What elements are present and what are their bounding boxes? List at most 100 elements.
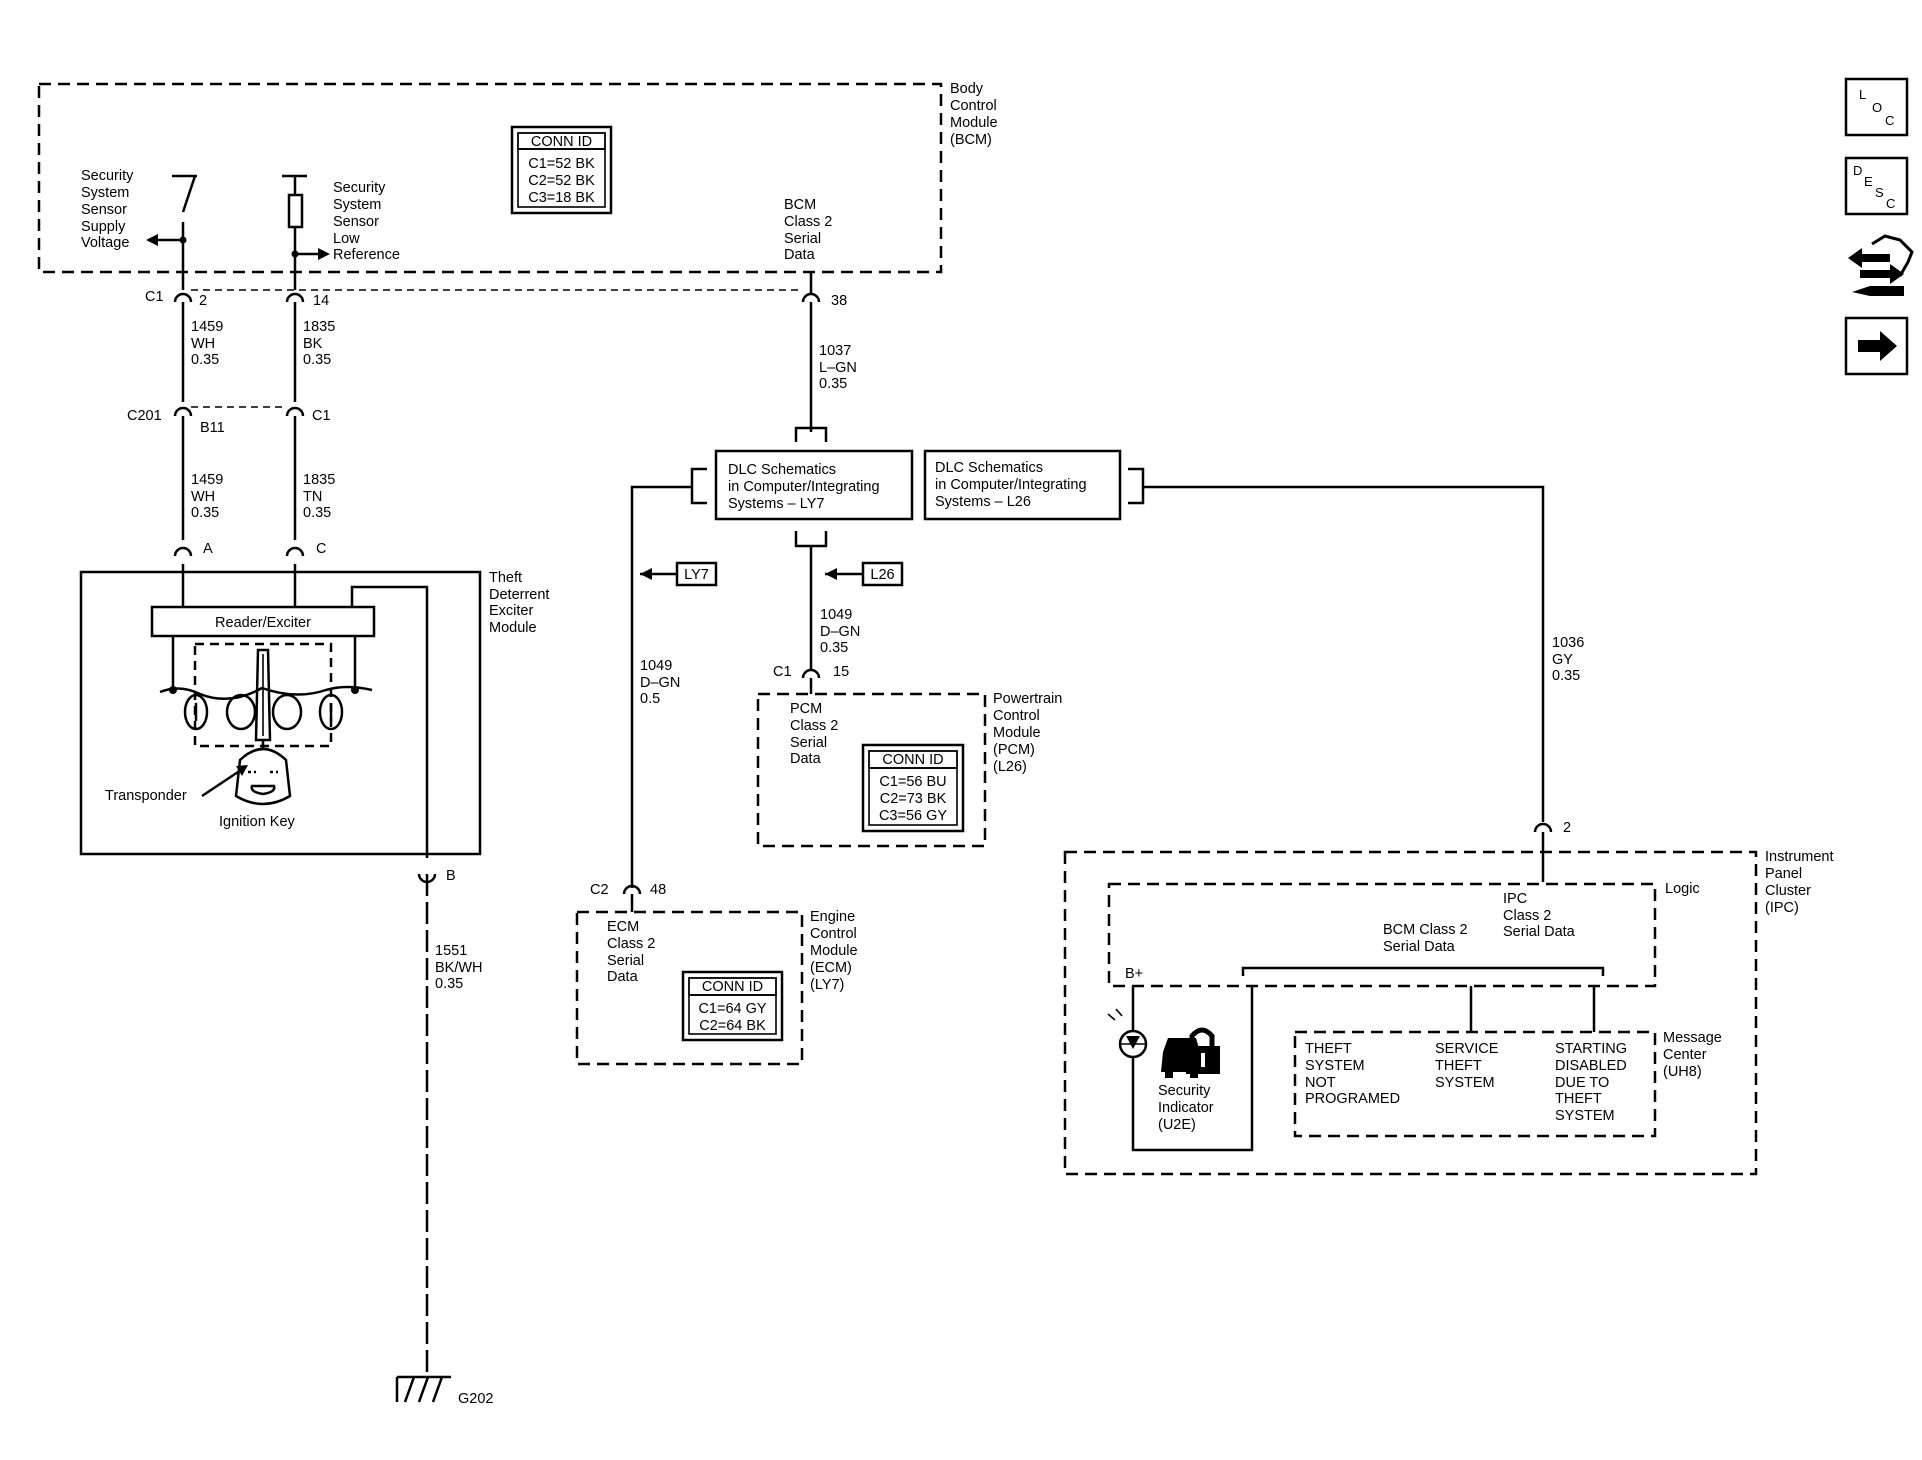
svg-text:D–GN: D–GN — [820, 624, 860, 640]
dlc-l26-box[interactable]: DLC Schematics in Computer/Integrating S… — [923, 449, 1122, 521]
svg-text:S: S — [1875, 185, 1884, 200]
desc-button[interactable]: D E S C — [1844, 156, 1909, 216]
connector-icon[interactable] — [1848, 234, 1914, 296]
svg-text:(U2E): (U2E) — [1158, 1117, 1196, 1133]
dlc-ly7-box[interactable]: DLC Schematics in Computer/Integrating S… — [714, 449, 914, 521]
svg-text:Data: Data — [784, 247, 816, 263]
bcm-c1-connector: C1 2 14 — [145, 289, 800, 309]
svg-text:C201: C201 — [127, 408, 162, 424]
low-reference-resistor-symbol — [282, 174, 330, 290]
svg-text:System: System — [333, 197, 381, 213]
wire-1459-bottom-label: 1459 WH 0.35 — [191, 472, 223, 521]
svg-text:IPC: IPC — [1503, 891, 1527, 907]
svg-text:CONN ID: CONN ID — [531, 134, 592, 150]
svg-text:C: C — [1885, 113, 1894, 128]
svg-text:1551: 1551 — [435, 943, 467, 959]
svg-text:Sensor: Sensor — [81, 202, 127, 218]
svg-text:Module: Module — [489, 620, 537, 636]
svg-text:Class 2: Class 2 — [607, 936, 655, 952]
svg-text:15: 15 — [833, 664, 849, 680]
svg-text:Systems – LY7: Systems – LY7 — [728, 496, 824, 512]
tag-l26: L26 — [825, 561, 904, 587]
svg-text:0.5: 0.5 — [640, 691, 660, 707]
svg-text:CONN ID: CONN ID — [702, 979, 763, 995]
svg-text:0.35: 0.35 — [191, 352, 219, 368]
svg-text:PCM: PCM — [790, 701, 822, 717]
svg-text:C2=64 BK: C2=64 BK — [699, 1018, 766, 1034]
svg-text:C3=18 BK: C3=18 BK — [528, 190, 595, 206]
ipc-title: Instrument Panel Cluster (IPC) — [1765, 849, 1834, 916]
wire-1835-top-label: 1835 BK 0.35 — [303, 319, 335, 368]
pcm-connector: C1 15 — [773, 664, 849, 680]
svg-text:(ECM): (ECM) — [810, 960, 852, 976]
ecm-connector: C2 48 — [590, 882, 666, 898]
svg-text:(BCM): (BCM) — [950, 132, 992, 148]
svg-text:THEFT: THEFT — [1305, 1041, 1352, 1057]
pcm-conn-id: CONN ID C1=56 BU C2=73 BK C3=56 GY — [861, 743, 965, 833]
ignition-key-icon — [234, 740, 292, 806]
svg-text:C: C — [1886, 196, 1895, 211]
svg-text:C1: C1 — [145, 289, 164, 305]
svg-text:1835: 1835 — [303, 319, 335, 335]
svg-text:in Computer/Integrating: in Computer/Integrating — [935, 477, 1087, 493]
svg-text:Data: Data — [790, 751, 822, 767]
tdm-pins-top: A C — [173, 541, 326, 557]
svg-text:C2=73 BK: C2=73 BK — [880, 791, 947, 807]
wire-1049-pcm-label: 1049 D–GN 0.35 — [820, 607, 860, 656]
message-center-box — [1293, 1030, 1657, 1138]
svg-text:Control: Control — [950, 98, 997, 114]
svg-text:1459: 1459 — [191, 319, 223, 335]
svg-text:Class 2: Class 2 — [784, 214, 832, 230]
bcm-box — [37, 82, 943, 274]
svg-text:LY7: LY7 — [684, 567, 709, 583]
c201-connector: C201 B11 C1 — [127, 406, 331, 436]
svg-text:Sensor: Sensor — [333, 214, 379, 230]
svg-text:SYSTEM: SYSTEM — [1305, 1058, 1365, 1074]
svg-text:1037: 1037 — [819, 343, 851, 359]
svg-text:System: System — [81, 185, 129, 201]
svg-text:D–GN: D–GN — [640, 675, 680, 691]
ipc-class2-label: IPC Class 2 Serial Data — [1503, 891, 1576, 940]
tdm-pin-b: B — [417, 868, 456, 884]
svg-text:Security: Security — [1158, 1083, 1211, 1099]
svg-text:D: D — [1853, 163, 1862, 178]
svg-text:BCM: BCM — [784, 197, 816, 213]
svg-text:C3=56 GY: C3=56 GY — [879, 808, 947, 824]
svg-text:C1=56 BU: C1=56 BU — [879, 774, 946, 790]
svg-text:(IPC): (IPC) — [1765, 900, 1799, 916]
svg-text:(UH8): (UH8) — [1663, 1064, 1702, 1080]
svg-text:C: C — [316, 541, 326, 557]
svg-text:Center: Center — [1663, 1047, 1707, 1063]
svg-text:DLC Schematics: DLC Schematics — [935, 460, 1043, 476]
svg-text:WH: WH — [191, 336, 215, 352]
svg-text:Control: Control — [810, 926, 857, 942]
next-arrow-icon[interactable] — [1844, 316, 1909, 376]
wire-1049-ecm-label: 1049 D–GN 0.5 — [640, 658, 680, 707]
logic-label: Logic — [1665, 881, 1700, 897]
svg-text:(PCM): (PCM) — [993, 742, 1035, 758]
svg-text:THEFT: THEFT — [1435, 1058, 1482, 1074]
svg-text:Instrument: Instrument — [1765, 849, 1834, 865]
svg-text:1049: 1049 — [640, 658, 672, 674]
svg-text:Class 2: Class 2 — [790, 718, 838, 734]
svg-text:Transponder: Transponder — [105, 788, 187, 804]
security-indicator-label: Security Indicator (U2E) — [1158, 1083, 1214, 1133]
svg-text:THEFT: THEFT — [1555, 1091, 1602, 1107]
svg-text:Security: Security — [333, 180, 386, 196]
svg-text:B11: B11 — [200, 420, 225, 436]
low-reference-label: Security System Sensor Low Reference — [333, 180, 400, 263]
bplus-label: B+ — [1125, 966, 1143, 982]
svg-text:DUE TO: DUE TO — [1555, 1075, 1609, 1091]
svg-text:DLC Schematics: DLC Schematics — [728, 462, 836, 478]
svg-text:O: O — [1872, 100, 1882, 115]
svg-text:C2=52 BK: C2=52 BK — [528, 173, 595, 189]
svg-text:Body: Body — [950, 81, 984, 97]
svg-text:L–GN: L–GN — [819, 360, 857, 376]
svg-text:1835: 1835 — [303, 472, 335, 488]
svg-text:Security: Security — [81, 168, 134, 184]
svg-text:Serial: Serial — [607, 953, 644, 969]
loc-button[interactable]: L O C — [1844, 77, 1909, 137]
svg-text:Reference: Reference — [333, 247, 400, 263]
wire-1459-top-label: 1459 WH 0.35 — [191, 319, 223, 368]
svg-text:B: B — [446, 868, 456, 884]
